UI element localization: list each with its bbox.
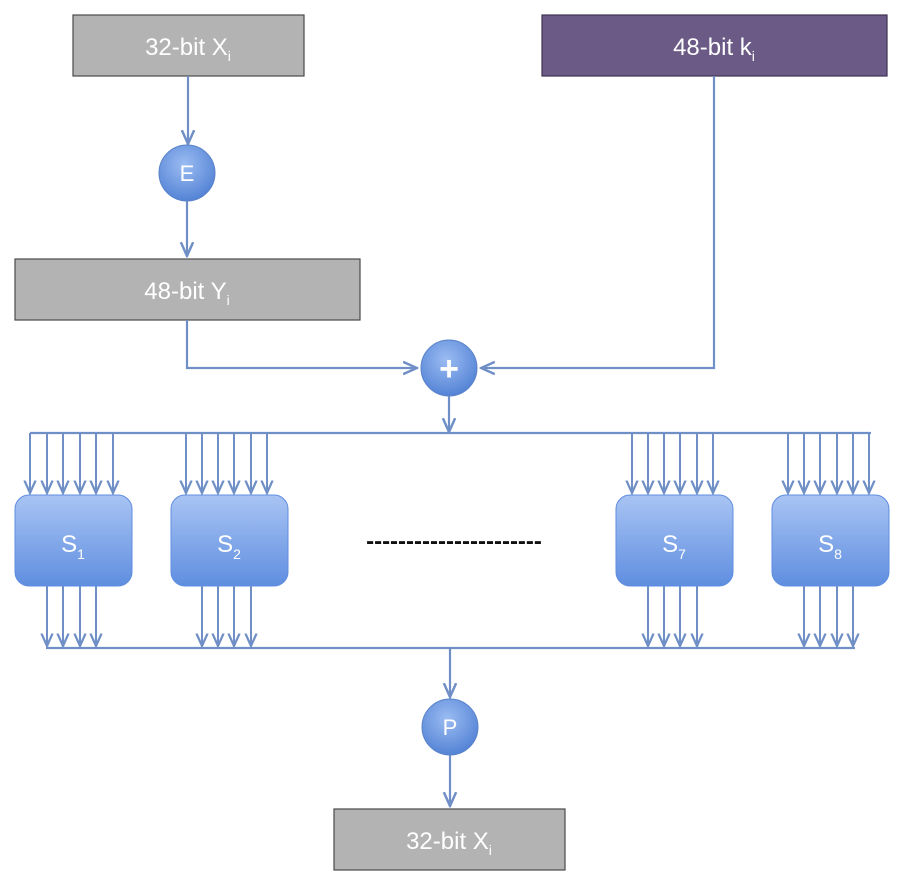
permutation-label: P bbox=[443, 715, 458, 740]
sbox-7-label: S bbox=[662, 531, 678, 558]
sbox-output-arrows bbox=[47, 586, 853, 646]
sbox-8-label: S bbox=[818, 531, 834, 558]
input-x-box: 32-bit Xi bbox=[72, 14, 305, 77]
sbox-2-subscript: 2 bbox=[233, 546, 241, 562]
sbox-1: S1 bbox=[14, 494, 133, 587]
expansion-node: E bbox=[158, 144, 216, 202]
sbox-8: S8 bbox=[771, 494, 890, 587]
svg-text:S2: S2 bbox=[217, 531, 241, 562]
expanded-y-label: 48-bit Y bbox=[144, 278, 226, 305]
round-key-label: 48-bit k bbox=[673, 34, 753, 61]
round-key-box: 48-bit ki bbox=[541, 14, 888, 77]
output-x-box: 32-bit Xi bbox=[333, 808, 566, 871]
input-x-subscript: i bbox=[228, 48, 231, 64]
sbox-7-subscript: 7 bbox=[678, 546, 686, 562]
expanded-y-subscript: i bbox=[227, 292, 230, 308]
output-x-subscript: i bbox=[489, 842, 492, 858]
sbox-1-label: S bbox=[61, 531, 77, 558]
round-key-subscript: i bbox=[752, 48, 755, 64]
input-x-label: 32-bit X bbox=[145, 34, 228, 61]
xor-node: + bbox=[420, 339, 478, 397]
expansion-label: E bbox=[180, 161, 195, 186]
sbox-1-subscript: 1 bbox=[77, 546, 85, 562]
sbox-input-arrows bbox=[30, 433, 869, 493]
svg-text:S8: S8 bbox=[818, 531, 842, 562]
svg-text:48-bit ki: 48-bit ki bbox=[673, 34, 755, 64]
svg-text:S1: S1 bbox=[61, 531, 85, 562]
expanded-y-box: 48-bit Yi bbox=[14, 258, 361, 321]
sbox-2-label: S bbox=[217, 531, 233, 558]
svg-text:S7: S7 bbox=[662, 531, 686, 562]
output-x-label: 32-bit X bbox=[406, 828, 489, 855]
svg-text:32-bit Xi: 32-bit Xi bbox=[145, 34, 231, 64]
sbox-7: S7 bbox=[615, 494, 734, 587]
sbox-2: S2 bbox=[170, 494, 289, 587]
sbox-ellipsis: ---------------------- bbox=[366, 528, 542, 555]
svg-text:48-bit Yi: 48-bit Yi bbox=[144, 278, 229, 308]
key-to-xor-arrow bbox=[481, 76, 716, 368]
sbox-8-subscript: 8 bbox=[834, 546, 842, 562]
svg-text:32-bit Xi: 32-bit Xi bbox=[406, 828, 492, 858]
permutation-node: P bbox=[421, 698, 479, 756]
xor-symbol: + bbox=[439, 350, 459, 388]
y-to-xor-arrow bbox=[185, 320, 417, 368]
